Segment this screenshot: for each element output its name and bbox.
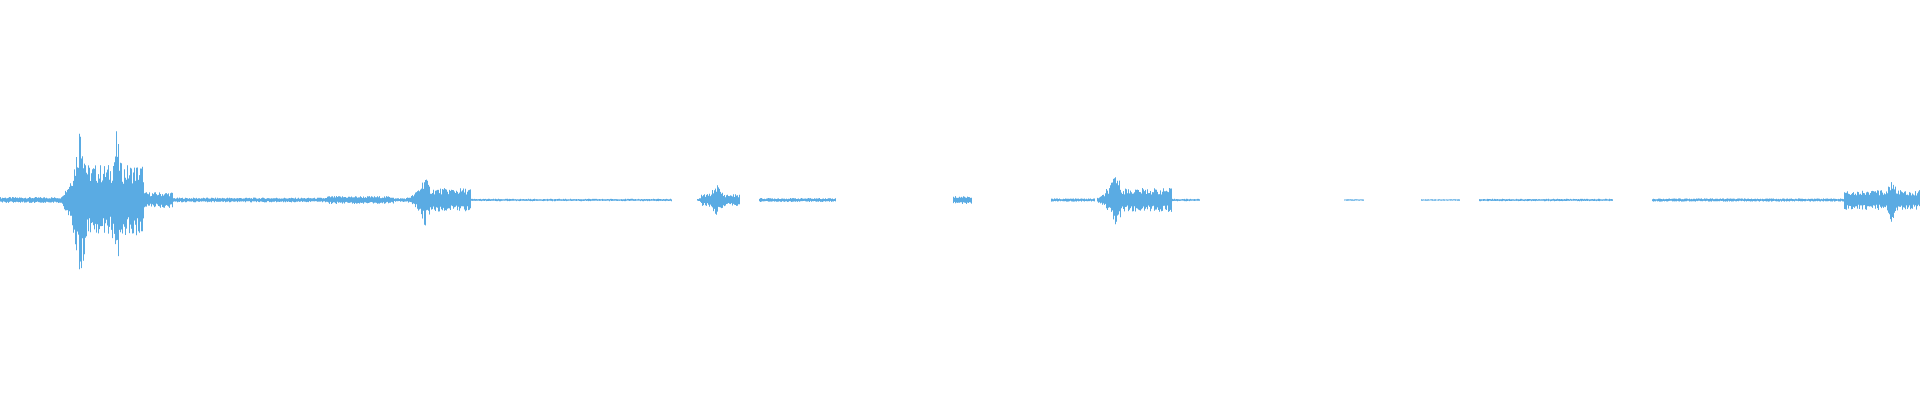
waveform-trace: [0, 131, 1920, 270]
